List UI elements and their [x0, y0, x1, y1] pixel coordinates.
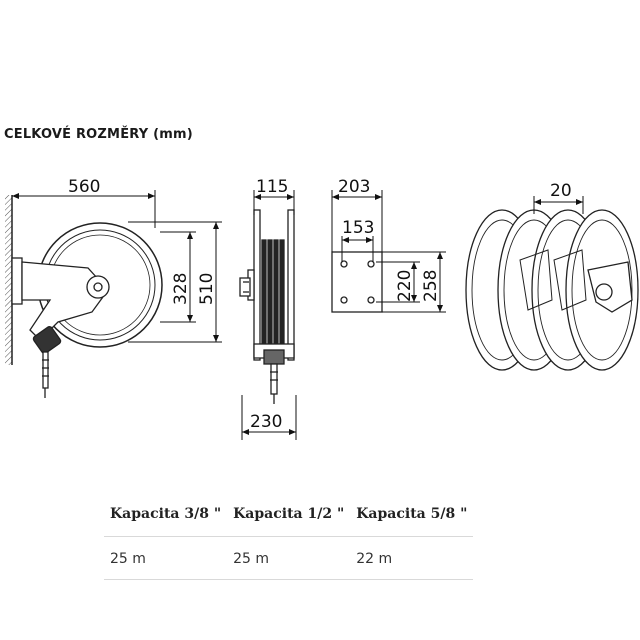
capacity-table: Kapacita 3/8 " Kapacita 1/2 " Kapacita 5…: [104, 495, 474, 580]
dim-front-width: 560: [68, 177, 100, 197]
dim-side-top-width: 115: [256, 177, 288, 197]
side-hose-end: [270, 363, 278, 395]
side-dims: [241, 190, 297, 440]
title-unit: (mm): [153, 127, 193, 142]
table-cell: 25 m: [104, 536, 228, 580]
hose-coil-1: [261, 239, 267, 346]
table-cell: 25 m: [227, 536, 351, 580]
title-text: CELKOVÉ ROZMĚRY: [4, 127, 149, 142]
side-view: [239, 209, 295, 404]
hose-coil-2: [267, 239, 273, 346]
bracket-view: [331, 251, 383, 313]
hose-coil-3: [273, 239, 279, 346]
bracket-dims: [331, 190, 446, 313]
table-header: Kapacita 3/8 ": [104, 495, 228, 537]
dim-front-height: 510: [197, 273, 217, 305]
stacked-reels-view: [465, 209, 639, 371]
side-flange-right: [287, 209, 295, 361]
front-view: [5, 195, 163, 398]
side-mount: [239, 277, 251, 297]
dim-front-inner-height: 328: [171, 273, 191, 305]
table-header: Kapacita 5/8 ": [350, 495, 474, 537]
dim-side-bottom-width: 230: [250, 412, 282, 432]
table-header-row: Kapacita 3/8 " Kapacita 1/2 " Kapacita 5…: [104, 495, 474, 537]
dim-bracket-width: 203: [338, 177, 370, 197]
hose-coil-4: [279, 239, 285, 346]
bracket-plate: [331, 251, 383, 313]
dim-bracket-height: 258: [421, 270, 441, 302]
table-cell: 22 m: [350, 536, 474, 580]
dim-bracket-hole-spacing: 153: [342, 218, 374, 238]
table-row: 25 m 25 m 22 m: [104, 536, 474, 580]
wall-hatch: [5, 195, 12, 365]
hose-end: [42, 351, 49, 389]
dim-stack-gap: 20: [550, 181, 572, 201]
dim-bracket-hole-height: 220: [395, 270, 415, 302]
stack-dims: [533, 196, 584, 214]
front-dims: [12, 190, 222, 343]
side-flange-left: [253, 209, 261, 361]
guide-roller: [32, 326, 62, 354]
page-title: CELKOVÉ ROZMĚRY (mm): [4, 127, 193, 142]
table-header: Kapacita 1/2 ": [227, 495, 351, 537]
wall-plate: [11, 257, 23, 305]
side-guide: [263, 349, 285, 365]
hub-center: [93, 282, 103, 292]
